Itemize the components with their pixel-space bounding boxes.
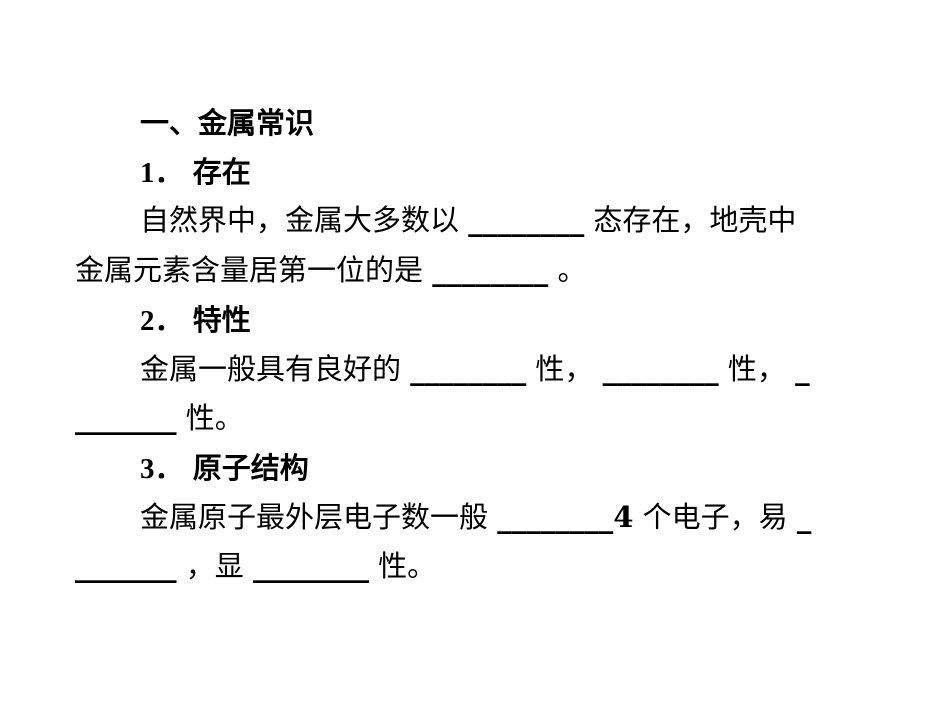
text: 态存在，地壳中 <box>584 203 797 237</box>
item-2-heading: 2． 特性 <box>140 300 251 340</box>
text: 性， <box>718 352 796 386</box>
section-heading: 一、金属常识 <box>140 106 315 140</box>
text: 性。 <box>176 401 244 435</box>
fill-blank: ________ <box>432 253 549 287</box>
text: 金属元素含量居第一位的是 <box>75 253 433 287</box>
text: 性。 <box>368 549 437 583</box>
fill-blank: _______ <box>75 549 177 583</box>
item-3-line-2: _______ ，显 ________ 性。 <box>75 546 436 586</box>
item-3-heading: 3． 原子结构 <box>140 448 309 488</box>
item-3-number: 3． <box>140 453 184 485</box>
fill-blank: _______ <box>75 401 177 435</box>
text: 金属一般具有良好的 <box>140 352 411 386</box>
item-2-number: 2． <box>140 305 184 337</box>
item-3-title: 原子结构 <box>192 451 309 485</box>
fill-blank: ________ <box>602 352 719 386</box>
item-1-title: 存在 <box>192 155 251 189</box>
item-1-line-2: 金属元素含量居第一位的是 ________ 。 <box>75 250 586 290</box>
fill-blank: ________ <box>410 352 527 386</box>
text: 性， <box>526 352 603 386</box>
text: ，显 <box>176 549 253 583</box>
text: 个电子，易 <box>633 500 797 534</box>
item-1-number: 1． <box>140 157 184 189</box>
text: 。 <box>548 253 587 287</box>
item-3-line-1: 金属原子最外层电子数一般 ________4 个电子，易 _ <box>140 497 811 537</box>
fill-blank: ________ <box>468 203 585 237</box>
fill-blank: _ <box>796 500 812 534</box>
item-2-title: 特性 <box>192 303 251 337</box>
fill-blank: ________ <box>252 549 369 583</box>
item-2-line-2: _______ 性。 <box>75 398 244 438</box>
item-2-line-1: 金属一般具有良好的 ________ 性， ________ 性， _ <box>140 349 810 389</box>
item-1-heading: 1． 存在 <box>140 152 251 192</box>
fill-blank: _ <box>795 352 810 386</box>
text: 金属原子最外层电子数一般 <box>140 500 498 534</box>
fill-blank: ________4 <box>497 500 634 534</box>
item-1-line-1: 自然界中，金属大多数以 ________ 态存在，地壳中 <box>140 200 796 240</box>
text: 自然界中，金属大多数以 <box>140 203 469 237</box>
